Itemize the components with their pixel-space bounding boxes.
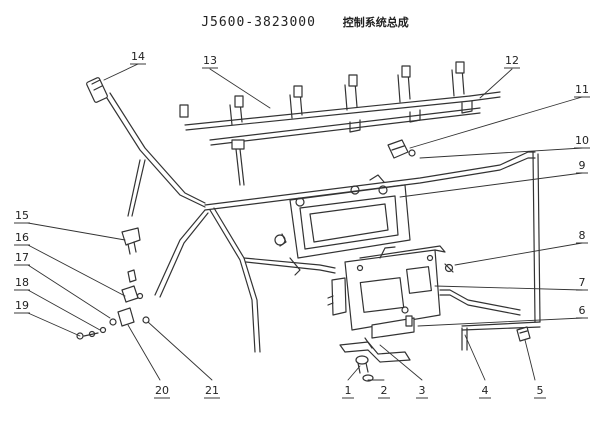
callout-20: 20 xyxy=(155,384,169,397)
part-6-plate xyxy=(371,315,415,339)
part-13-upper-harness xyxy=(179,61,501,131)
leader-lines xyxy=(27,63,583,381)
left-harness-branch xyxy=(104,92,336,353)
callout-3: 3 xyxy=(419,384,426,397)
callout-8: 8 xyxy=(579,229,586,242)
callout-17: 17 xyxy=(15,251,29,264)
callout-19: 19 xyxy=(15,299,29,312)
diagram-title: J5600-3823000 控制系统总成 xyxy=(0,14,610,30)
callout-15: 15 xyxy=(15,209,29,222)
callout-labels: 14 13 12 11 10 9 8 7 6 5 4 3 2 1 15 16 1… xyxy=(15,50,589,397)
callout-12: 12 xyxy=(505,54,519,67)
part-8-screw xyxy=(444,263,454,273)
callout-21: 21 xyxy=(205,384,219,397)
callout-16: 16 xyxy=(15,231,29,244)
callout-6: 6 xyxy=(579,304,586,317)
part-14-connector xyxy=(86,77,108,103)
part-number: J5600-3823000 xyxy=(201,15,316,30)
callout-10: 10 xyxy=(575,134,589,147)
callout-13: 13 xyxy=(203,54,217,67)
parts-1-2-fasteners xyxy=(355,355,374,382)
callout-5: 5 xyxy=(537,384,544,397)
callout-4: 4 xyxy=(482,384,489,397)
parts-16-21-hardware xyxy=(76,269,150,340)
callout-9: 9 xyxy=(579,159,586,172)
callout-7: 7 xyxy=(579,276,586,289)
callout-11: 11 xyxy=(575,83,589,96)
part-5-clip xyxy=(516,326,531,342)
callout-1: 1 xyxy=(345,384,352,397)
callout-underlines xyxy=(14,63,590,399)
callout-14: 14 xyxy=(131,50,145,63)
callout-18: 18 xyxy=(15,276,29,289)
part-15-sensor xyxy=(121,227,141,255)
part-11-connector xyxy=(387,139,416,159)
callout-2: 2 xyxy=(381,384,388,397)
part-12-harness-bundle xyxy=(209,100,481,186)
part-9-bracket-frame xyxy=(274,174,411,276)
part-3-bracket xyxy=(339,337,411,363)
assembly-name: 控制系统总成 xyxy=(342,16,409,29)
part-7-ecu-module xyxy=(327,245,446,331)
